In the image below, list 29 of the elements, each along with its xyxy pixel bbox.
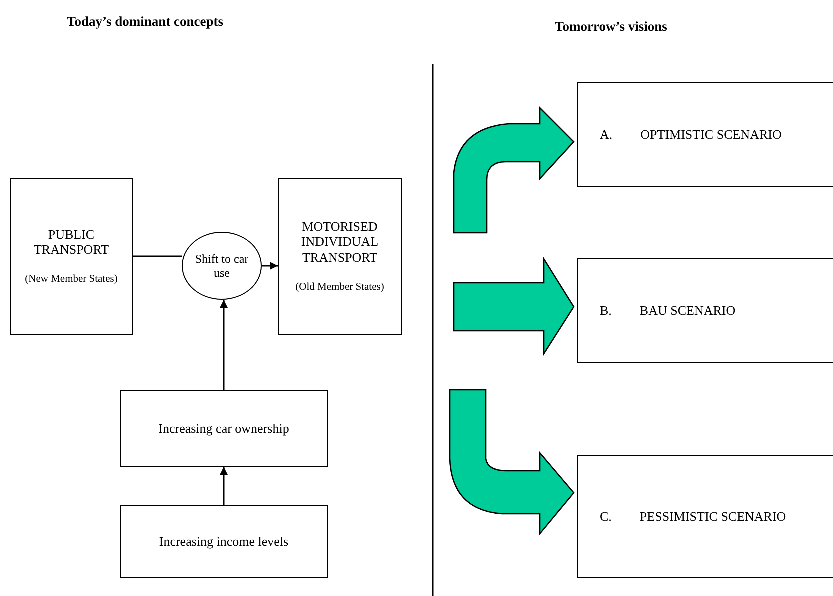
process-box	[10, 178, 133, 335]
node-label: Increasing car ownership	[158, 420, 290, 436]
scenario-title: BAU SCENARIO	[640, 302, 736, 318]
scenario-box	[577, 455, 833, 578]
arrow	[220, 300, 228, 390]
process-box	[278, 178, 402, 335]
arrow	[220, 467, 228, 505]
node-label: Increasing income levels	[159, 534, 289, 550]
column-heading: Today’s dominant concepts	[67, 14, 224, 30]
scenario-title: OPTIMISTIC SCENARIO	[640, 126, 782, 142]
process-box	[120, 390, 328, 467]
node-note: (New Member States)	[25, 274, 118, 286]
block-arrow	[453, 107, 575, 234]
arrow	[262, 262, 278, 270]
block-arrow	[449, 389, 575, 535]
scenario-letter: A.	[600, 126, 613, 142]
scenario-letter: C.	[600, 508, 612, 524]
node-label: PUBLIC TRANSPORT	[32, 226, 110, 258]
process-box	[120, 505, 328, 578]
node-label: Shift to car use	[194, 252, 250, 280]
scenario-title: PESSIMISTIC SCENARIO	[640, 508, 786, 524]
scenario-letter: B.	[600, 302, 612, 318]
node-label: MOTORISED INDIVIDUAL TRANSPORT	[300, 218, 380, 266]
scenario-box	[577, 258, 833, 363]
column-heading: Tomorrow’s visions	[555, 19, 668, 35]
scenario-box	[577, 82, 833, 187]
block-arrow	[453, 256, 575, 356]
node-note: (Old Member States)	[296, 282, 384, 294]
connector-line	[133, 256, 182, 258]
